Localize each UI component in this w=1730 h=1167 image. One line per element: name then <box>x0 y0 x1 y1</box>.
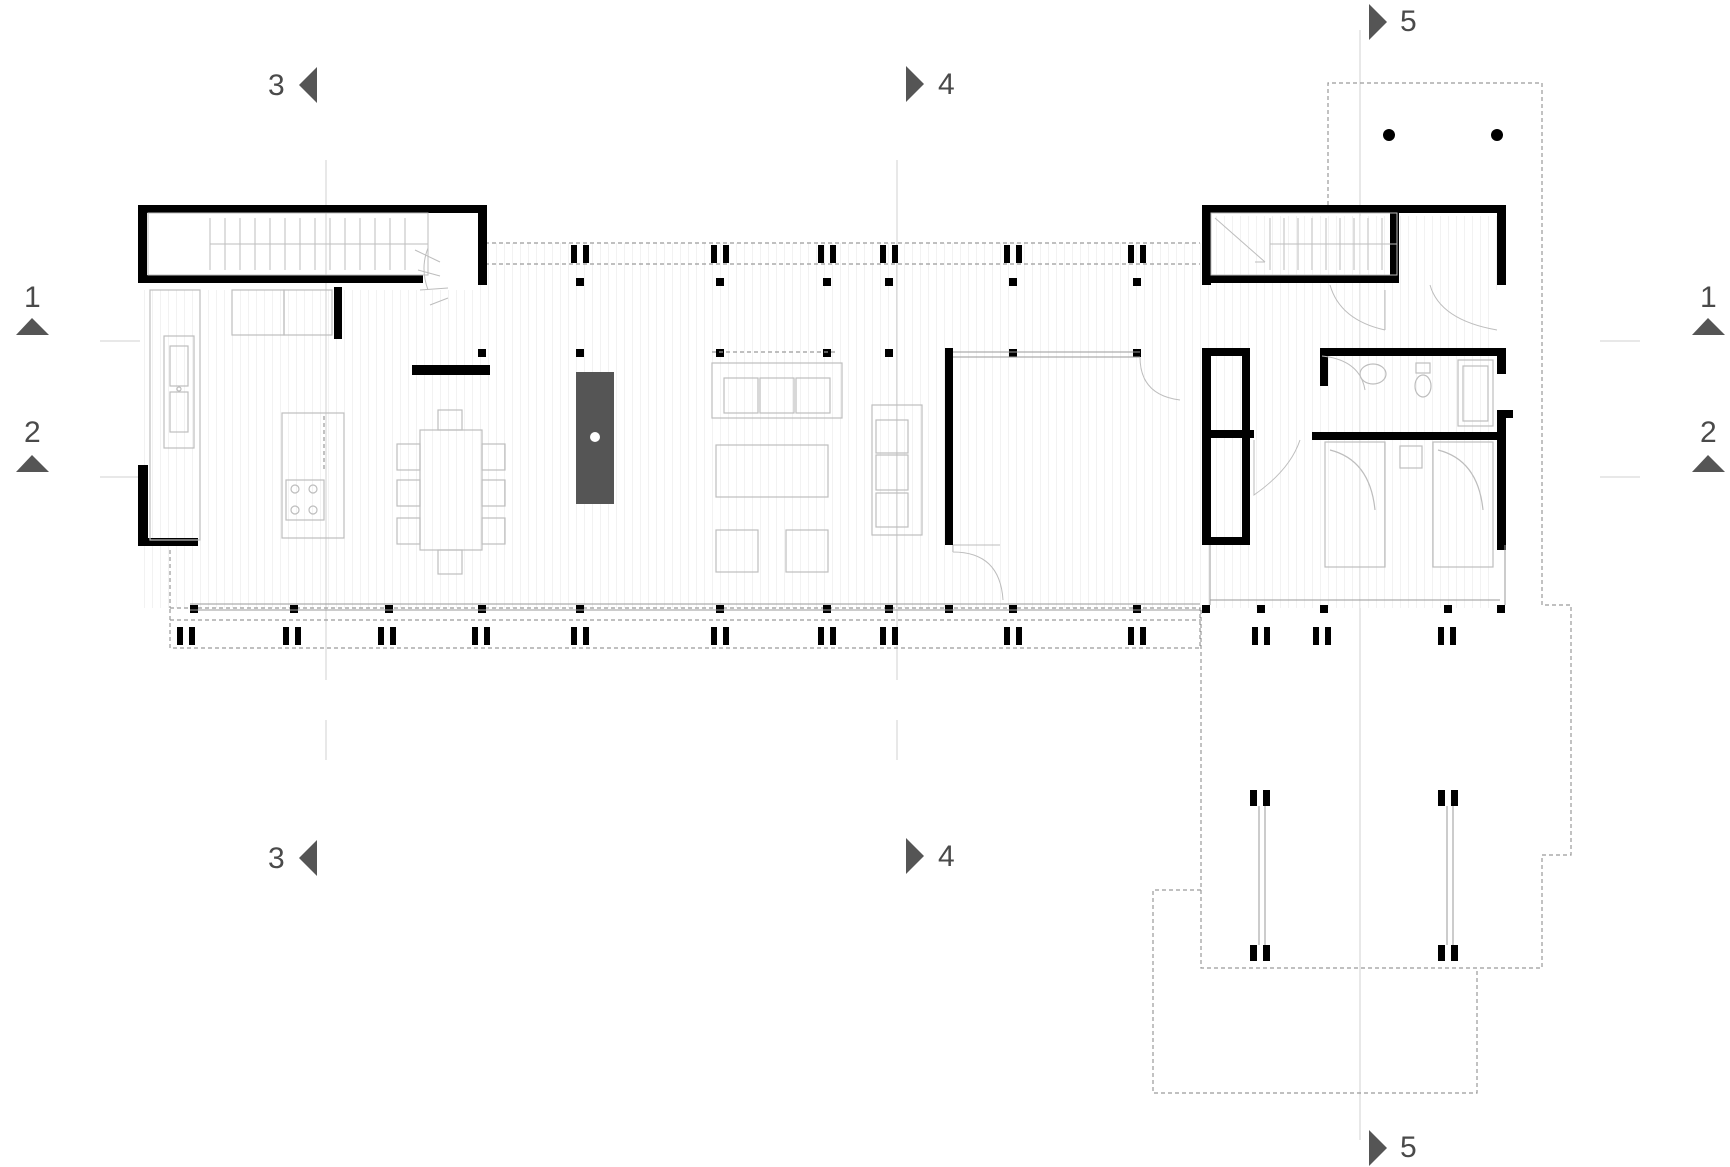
section-marker-2-right: 2 <box>1692 416 1725 472</box>
section-marker-arrow-icon <box>299 67 317 103</box>
section-label: 2 <box>1700 416 1717 449</box>
bathroom <box>1359 359 1494 427</box>
columns <box>177 129 1505 961</box>
section-marker-arrow-icon <box>16 318 49 335</box>
dining-table <box>396 409 506 575</box>
section-marker-arrow-icon <box>906 838 924 874</box>
glazing <box>149 290 1506 611</box>
floor-boards <box>140 216 1500 608</box>
toilet-icon <box>1414 362 1432 398</box>
section-marker-5-bottom: 5 <box>1369 1130 1417 1166</box>
section-label: 2 <box>24 416 41 449</box>
section-marker-1-left: 1 <box>16 281 49 335</box>
stair-icon <box>147 212 449 306</box>
section-marker-4-bottom: 4 <box>906 838 955 874</box>
section-label: 3 <box>268 69 285 102</box>
section-marker-arrow-icon <box>16 455 49 472</box>
kitchen <box>149 289 345 541</box>
section-marker-2-left: 2 <box>16 416 49 472</box>
section-marker-arrow-icon <box>906 66 924 102</box>
terrace-outline <box>169 82 1572 1094</box>
cooktop-icon <box>285 479 325 521</box>
bathtub-icon <box>1457 359 1494 427</box>
section-label: 1 <box>1700 281 1717 314</box>
fireplace <box>576 372 614 504</box>
section-marker-1-right: 1 <box>1692 281 1725 335</box>
washbasin-icon <box>1359 363 1387 385</box>
section-marker-arrow-icon <box>1369 1130 1387 1166</box>
beds <box>1324 441 1494 568</box>
living-area <box>711 351 923 573</box>
section-marker-arrow-icon <box>1692 318 1725 335</box>
section-marker-arrow-icon <box>1369 4 1387 40</box>
door-swing-icon <box>952 284 1498 601</box>
pergola-beams <box>1258 806 1454 945</box>
section-label: 3 <box>268 842 285 875</box>
section-marker-arrow-icon <box>299 840 317 876</box>
section-label: 1 <box>24 281 41 314</box>
section-marker-arrow-icon <box>1692 455 1725 472</box>
section-marker-4-top: 4 <box>906 66 955 102</box>
section-label: 5 <box>1400 1131 1417 1164</box>
section-marker-5-top: 5 <box>1369 4 1417 40</box>
section-marker-3-bottom: 3 <box>268 840 317 876</box>
section-label: 4 <box>938 68 955 101</box>
sink-icon <box>163 335 195 449</box>
walls <box>138 205 1513 550</box>
section-label: 5 <box>1400 5 1417 38</box>
section-marker-3-top: 3 <box>268 67 317 103</box>
stair-icon-right <box>1210 212 1398 276</box>
section-label: 4 <box>938 840 955 873</box>
